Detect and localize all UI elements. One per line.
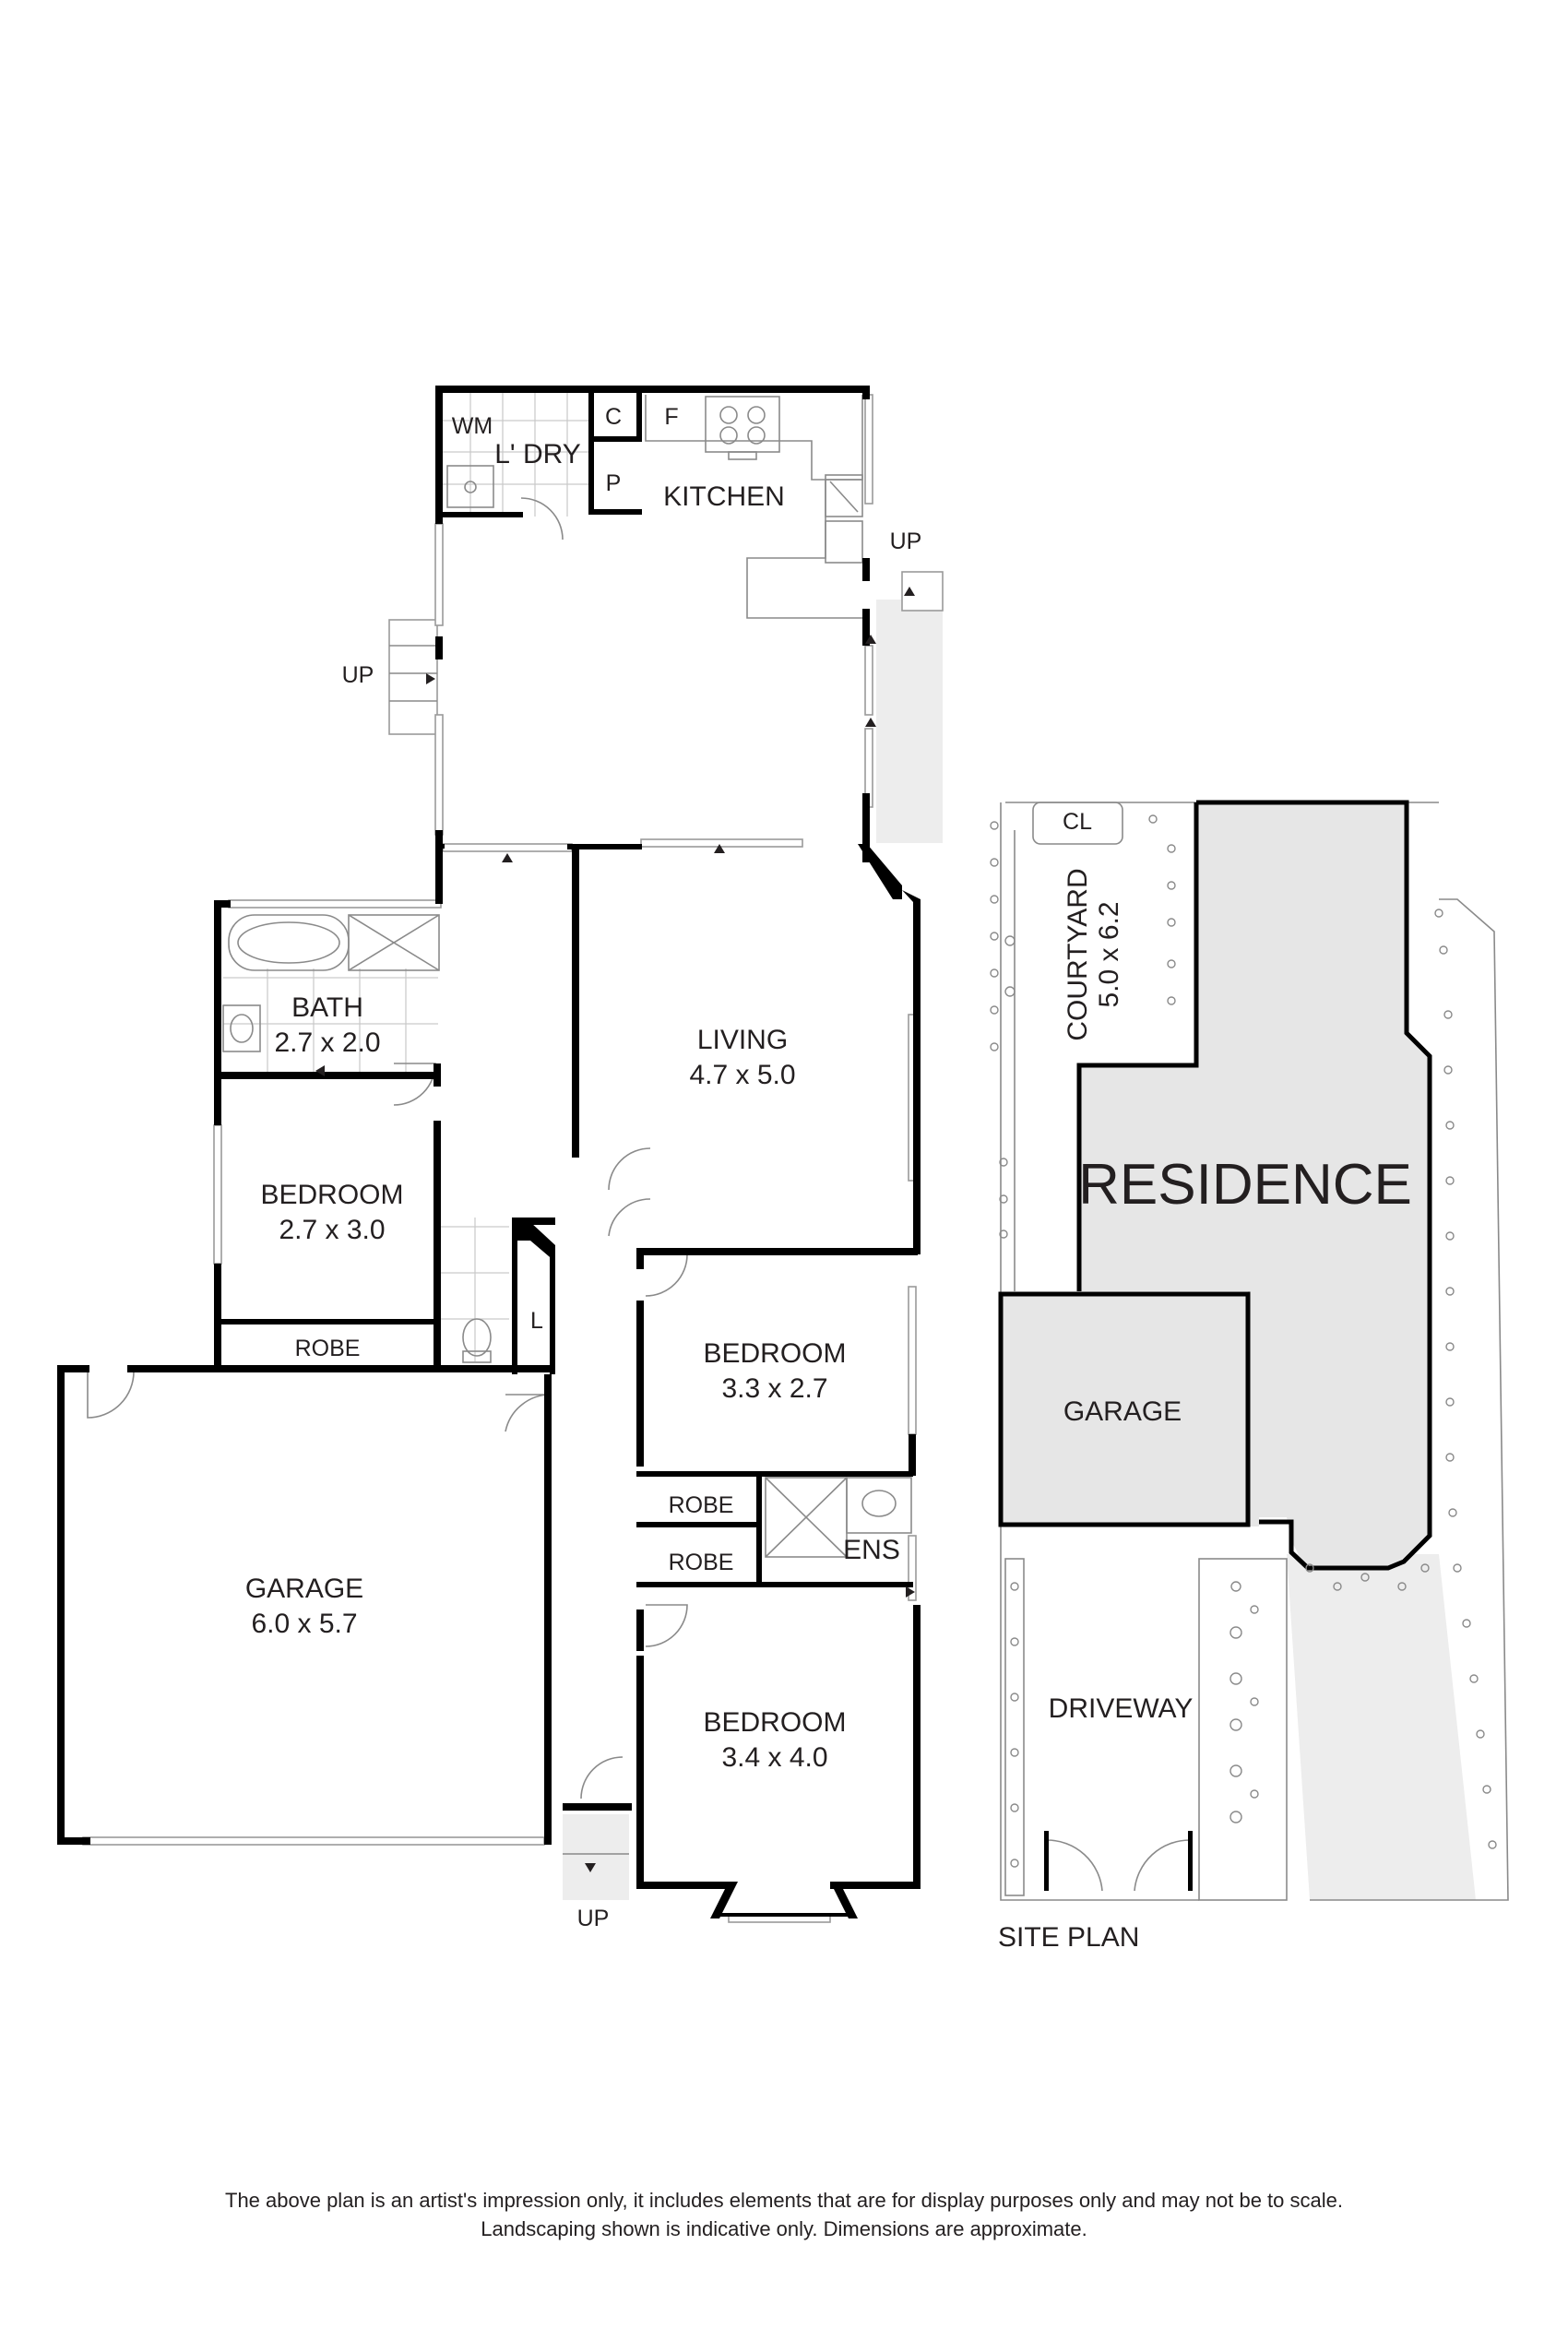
bath-vanity: [222, 1004, 261, 1052]
kitchen-benches: [645, 395, 863, 619]
clothesline-label: CL: [1063, 809, 1092, 835]
side-deck: [876, 600, 943, 843]
laundry-trough: [446, 465, 494, 508]
site-plan: RESIDENCE GARAGE DRIVEWAY CL COURTYARD 5…: [990, 800, 1509, 1953]
toilet: [462, 1318, 492, 1357]
garage-dims: 6.0 x 5.7: [251, 1609, 357, 1639]
garden-bed: [1287, 1554, 1476, 1900]
bedroom-main-label: BEDROOM: [703, 1707, 846, 1738]
step-front-label: UP: [577, 1906, 610, 1931]
bedroom-mid-label: BEDROOM: [703, 1338, 846, 1369]
disclaimer: The above plan is an artist's impression…: [0, 2186, 1568, 2243]
front-porch: [563, 1814, 629, 1900]
disclaimer-line-1: The above plan is an artist's impression…: [225, 2189, 1343, 2212]
bedroom-main-dims: 3.4 x 4.0: [721, 1742, 827, 1773]
clothesline-box: [1032, 802, 1123, 845]
wm-label: WM: [452, 413, 493, 439]
residence-footprint: [1079, 802, 1430, 1568]
step-west-label: UP: [342, 662, 374, 688]
site-garage-label: GARAGE: [1063, 1396, 1182, 1427]
sink-2: [825, 520, 863, 564]
living-dims: 4.7 x 5.0: [689, 1060, 795, 1090]
robe-mid-label: ROBE: [669, 1492, 734, 1518]
ensuite-label: ENS: [843, 1535, 900, 1565]
windows: [82, 394, 917, 1923]
walls: [57, 386, 921, 1918]
ensuite-vanity: [846, 1477, 912, 1534]
driveway-edge: [1004, 1558, 1025, 1896]
robe-main-label: ROBE: [669, 1550, 734, 1575]
cooktop: [705, 396, 780, 453]
sink-1: [825, 474, 863, 517]
driveway-label: DRIVEWAY: [1049, 1693, 1194, 1724]
fridge-label: F: [664, 404, 678, 430]
site-plan-title: SITE PLAN: [998, 1922, 1139, 1953]
bath-label: BATH: [291, 992, 363, 1023]
door-swings: [87, 497, 688, 1800]
path-strip: [1198, 1558, 1288, 1901]
site-garage: [998, 1291, 1251, 1527]
landscape-shrubs: [990, 814, 1497, 1868]
step-east-label: UP: [890, 529, 922, 554]
kitchen-label: KITCHEN: [663, 481, 785, 512]
bath-dims: 2.7 x 2.0: [274, 1028, 380, 1058]
bathtub: [228, 914, 350, 971]
bedroom-west-dims: 2.7 x 3.0: [279, 1215, 385, 1245]
floor-plan: L' DRY KITCHEN WM C F P UP UP UP BATH 2.…: [57, 386, 944, 1931]
shower: [348, 914, 440, 971]
living-label: LIVING: [697, 1025, 788, 1055]
pantry-label: P: [606, 470, 622, 496]
residence-label: RESIDENCE: [1078, 1153, 1412, 1217]
courtyard-dims: 5.0 x 6.2: [1094, 901, 1124, 1007]
courtyard-label: COURTYARD: [1063, 868, 1093, 1040]
bath-floor-tiles: [223, 968, 509, 1361]
garage-label: GARAGE: [245, 1574, 363, 1604]
arrows: [315, 587, 915, 1872]
laundry-label: L' DRY: [494, 439, 581, 469]
disclaimer-line-2: Landscaping shown is indicative only. Di…: [481, 2217, 1087, 2240]
linen-label: L: [530, 1308, 543, 1334]
bedroom-mid-dims: 3.3 x 2.7: [721, 1373, 827, 1404]
bedroom-west-label: BEDROOM: [260, 1180, 403, 1210]
robe-west-label: ROBE: [295, 1336, 361, 1361]
cupboard-label: C: [605, 404, 622, 430]
